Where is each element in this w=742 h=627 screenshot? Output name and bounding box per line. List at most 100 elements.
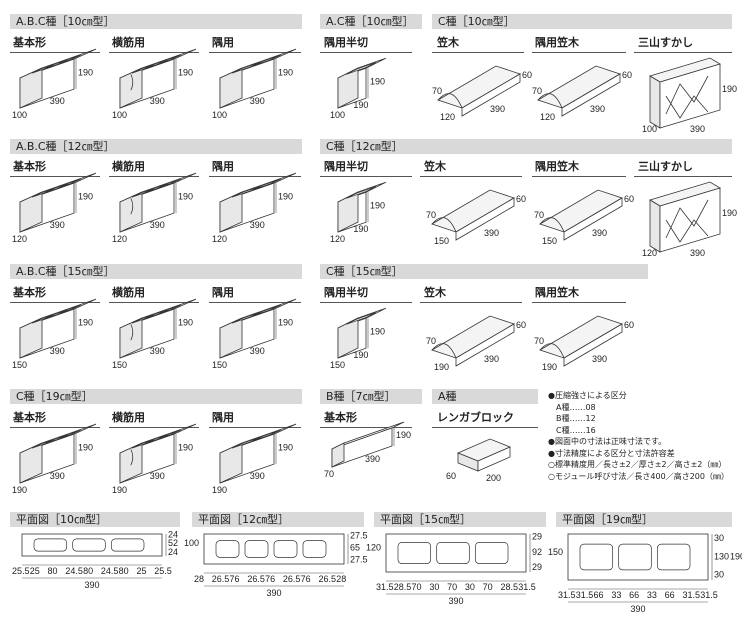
dimension-height: 190 (370, 327, 385, 337)
dimension-length: 390 (690, 124, 705, 134)
plan-width-dimension: 76 (265, 574, 275, 584)
dimension-length: 390 (484, 354, 499, 364)
block-figure: 60 200 (444, 431, 524, 487)
dimension-width: 190 (112, 485, 127, 495)
dimension-height: 190 (78, 443, 93, 453)
kasagi-curve (539, 217, 565, 233)
kasagi-curve (431, 217, 457, 233)
brick-side-face (477, 446, 511, 472)
kasagi-curve (539, 343, 565, 359)
dimension-height: 60 (624, 320, 634, 330)
sukashi-front-face (659, 187, 721, 253)
plan-side-dimension: 65 (350, 543, 360, 553)
dimension-length: 390 (250, 220, 265, 230)
plan-hole (273, 540, 298, 558)
kasagi-side-face (455, 197, 515, 241)
block-hole (59, 178, 81, 188)
dimension-width: 190 (212, 485, 227, 495)
section-header-b7: B種［7㎝型］ (320, 389, 422, 404)
dimension-thickness: 70 (426, 210, 436, 220)
kasagi-side-face (563, 197, 623, 241)
plan-hole (474, 542, 509, 564)
dimension-height: 190 (78, 68, 93, 78)
plan-hole (110, 538, 145, 552)
block-end-face (19, 442, 43, 484)
dimension-height: 190 (78, 318, 93, 328)
block-end-face (19, 317, 43, 359)
note-line: C種……16 (548, 425, 596, 435)
dimension-height: 190 (722, 208, 737, 218)
dimension-height: 60 (516, 194, 526, 204)
dimension-thickness: 70 (534, 336, 544, 346)
plan-width-dimension: 30 (429, 582, 439, 592)
block-hole (159, 304, 181, 314)
label-underline (10, 427, 100, 428)
dimension-thickness: 70 (534, 210, 544, 220)
section-header-c12: C種［12㎝型］ (320, 139, 732, 154)
note-line: ●圧縮強さによる区分 (548, 391, 627, 400)
sukashi-front-face (659, 63, 721, 129)
dimension-height: 190 (278, 192, 293, 202)
label-underline (209, 302, 301, 303)
label-underline (209, 52, 301, 53)
kasagi-curve (437, 93, 463, 109)
note-line: ●図面中の寸法は正味寸法です。 (548, 437, 667, 446)
dimension-width: 120 (112, 234, 127, 244)
item-label: 基本形 (324, 411, 357, 424)
item-label: 横筋用 (112, 160, 145, 173)
label-underline (209, 427, 301, 428)
dimension-width: 190 (542, 362, 557, 372)
block-end-face (119, 317, 143, 359)
dimension-length: 200 (486, 473, 501, 483)
plan-width-dimension: 70 (447, 582, 457, 592)
label-underline (320, 52, 412, 53)
kasagi-side-face (461, 73, 521, 117)
dimension-height: 60 (522, 70, 532, 80)
plan-hole (302, 540, 327, 558)
plan-hole (72, 538, 106, 552)
note-line: B種……12 (548, 414, 596, 423)
plan-hole (436, 542, 470, 564)
dimension-height: 190 (278, 68, 293, 78)
block-end-face (219, 317, 243, 359)
dimension-length: 390 (590, 104, 605, 114)
label-underline (532, 52, 626, 53)
block-groove (130, 74, 134, 91)
item-label: 基本形 (13, 286, 46, 299)
dimension-width: 60 (446, 471, 456, 481)
dimension-width: 120 (330, 234, 345, 244)
plan-total-width: 390 (84, 580, 99, 590)
plan-total-height: 190 (730, 551, 742, 561)
label-underline (109, 302, 199, 303)
section-header-c15: C種［15㎝型］ (320, 264, 648, 279)
item-label: 基本形 (13, 160, 46, 173)
plan-width-dimension: 25 (136, 566, 146, 576)
block-end-face (19, 67, 43, 109)
label-underline (532, 302, 626, 303)
plan-side-dimension: 24 (168, 547, 178, 557)
dimension-height: 190 (722, 84, 737, 94)
kasagi-curve (431, 343, 457, 359)
section-header-ac10: A.C種［10㎝型］ (320, 14, 422, 29)
plan-width-dimension: 25.5 (12, 566, 30, 576)
sukashi-end-face (649, 199, 661, 253)
